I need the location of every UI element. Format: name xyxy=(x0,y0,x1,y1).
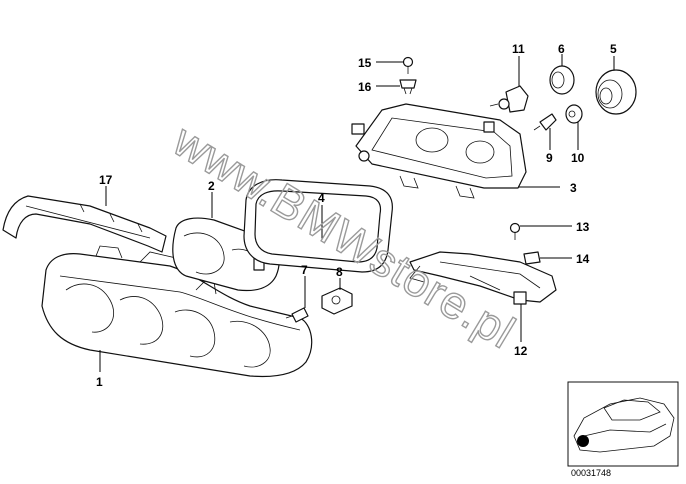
part-16-clip[interactable] xyxy=(399,79,417,95)
part-4-gasket[interactable] xyxy=(243,179,393,273)
callout-2[interactable]: 2 xyxy=(208,179,215,193)
part-14-clip-nut[interactable] xyxy=(523,251,541,265)
callout-11[interactable]: 11 xyxy=(512,42,525,56)
location-marker-icon xyxy=(577,435,589,447)
reference-number: 00031748 xyxy=(571,468,611,478)
part-9-bulb[interactable] xyxy=(533,113,557,131)
callout-5[interactable]: 5 xyxy=(610,42,617,56)
callout-13[interactable]: 13 xyxy=(576,220,590,234)
callout-labels: 1 2 3 4 5 6 7 8 9 10 11 12 13 14 15 16 1… xyxy=(96,42,617,389)
part-3-rear-housing[interactable] xyxy=(351,103,527,199)
part-5-cover-cap[interactable] xyxy=(595,69,637,115)
callout-15[interactable]: 15 xyxy=(358,56,372,70)
part-12-bracket[interactable] xyxy=(409,251,557,305)
callout-9[interactable]: 9 xyxy=(546,151,553,165)
callout-10[interactable]: 10 xyxy=(571,151,585,165)
vehicle-locator-inset[interactable] xyxy=(567,381,679,467)
callout-4[interactable]: 4 xyxy=(318,191,325,205)
inset-frame xyxy=(567,381,679,467)
callout-7[interactable]: 7 xyxy=(301,263,308,277)
part-6-cap[interactable] xyxy=(549,65,575,95)
part-11-adjuster[interactable] xyxy=(489,85,529,113)
part-7-small-bulb[interactable] xyxy=(285,307,309,323)
callout-17[interactable]: 17 xyxy=(99,173,113,187)
callout-14[interactable]: 14 xyxy=(576,252,590,266)
callout-6[interactable]: 6 xyxy=(558,42,565,56)
leader-lines xyxy=(99,54,615,372)
callout-3[interactable]: 3 xyxy=(570,181,577,195)
car-outline-icon xyxy=(573,397,675,453)
callout-1[interactable]: 1 xyxy=(96,375,103,389)
part-1-headlight-housing[interactable] xyxy=(41,245,313,378)
part-13-screw[interactable] xyxy=(509,222,521,241)
part-15-screw[interactable] xyxy=(402,56,414,75)
part-10-bulb-socket[interactable] xyxy=(565,104,583,124)
part-8-bulb-holder[interactable] xyxy=(321,287,353,315)
callout-8[interactable]: 8 xyxy=(336,265,343,279)
callout-12[interactable]: 12 xyxy=(514,344,528,358)
callout-16[interactable]: 16 xyxy=(358,80,372,94)
part-17-trim-strip[interactable] xyxy=(2,195,167,253)
